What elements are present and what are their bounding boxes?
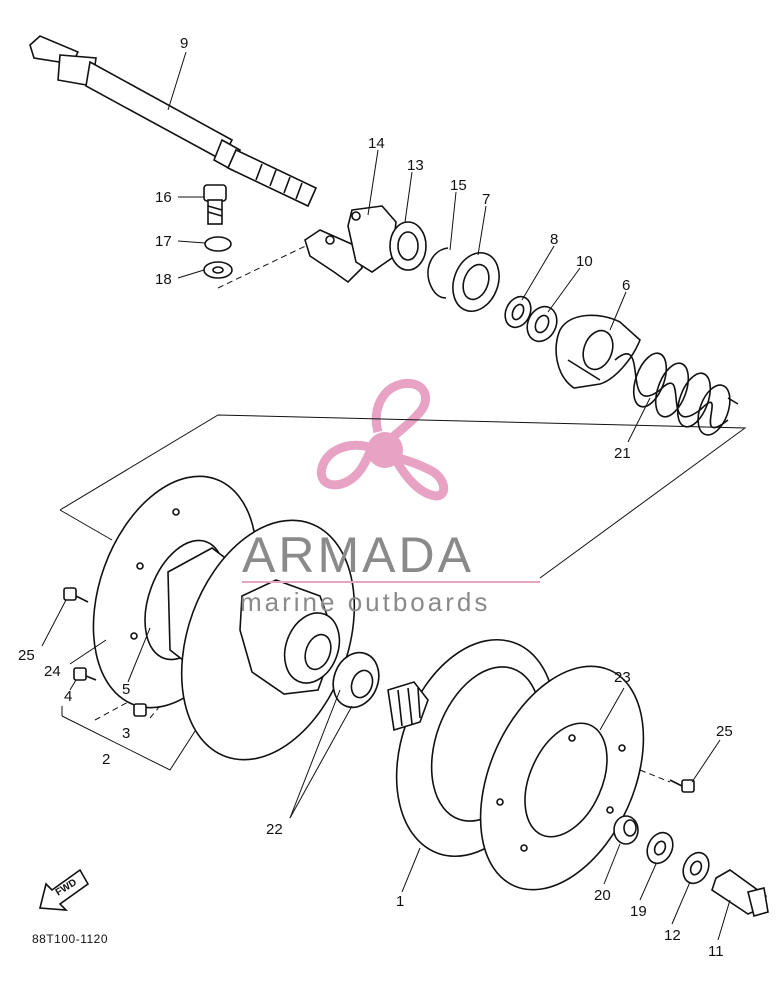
callout-7: 7 [482,191,490,208]
part-22-bushing [332,651,380,709]
callout-15: 15 [450,177,467,194]
callout-23: 23 [614,669,631,686]
callout-10: 10 [576,253,593,270]
callout-9: 9 [180,35,188,52]
watermark-propeller-logo [316,378,449,501]
part-10-washer [526,305,558,343]
part-19-washer [646,831,674,865]
watermark-propeller-hub [367,432,403,468]
part-9-drive-shaft [29,35,318,208]
callout-22: 22 [266,821,283,838]
part-15-circlip [427,247,449,299]
part-18-washer-hole [212,266,224,274]
part-12-washer [682,851,710,885]
callout-18: 18 [155,271,172,288]
callout-20: 20 [594,887,611,904]
part-25-screw-left [63,587,89,603]
part-18-washer [203,261,233,279]
callout-6: 6 [622,277,630,294]
callout-12: 12 [664,927,681,944]
part-25-screw-right [669,779,695,793]
callout-19: 19 [630,903,647,920]
callout-labels: 9 14 13 15 7 16 17 18 8 10 6 21 25 24 4 … [18,35,733,960]
part-14-bearing-housing [304,205,397,284]
callout-leader-lines [41,51,731,941]
callout-25-left: 25 [18,647,35,664]
part-6-collar [555,314,641,389]
callout-2: 2 [102,751,110,768]
part-11-bolt [711,869,769,917]
watermark-subtitle: marine outboards [240,587,490,617]
callout-3: 3 [122,725,130,742]
callout-21: 21 [614,445,631,462]
callout-14: 14 [368,135,385,152]
fwd-arrow-icon: FWD [38,868,90,911]
part-21-spring [614,352,739,436]
watermark-title: ARMADA [242,527,474,583]
callout-17: 17 [155,233,172,250]
callout-5: 5 [122,681,130,698]
part-13-bearing [389,221,427,271]
diagram-code: 88T100-1120 [32,932,108,946]
callout-13: 13 [407,157,424,174]
part-7-washer [452,252,500,312]
part-23-disc [479,665,645,891]
part-4-screw [73,667,97,681]
callout-16: 16 [155,189,172,206]
callout-1: 1 [396,893,404,910]
callout-8: 8 [550,231,558,248]
part-16-bolt [203,184,227,225]
callout-25-right: 25 [716,723,733,740]
part-2-drive-disc [180,519,356,761]
part-8-clip [504,295,532,329]
part-20-spacer [613,815,639,845]
callout-24: 24 [44,663,61,680]
part-17-washer [204,236,232,252]
callout-11: 11 [708,943,724,960]
callout-4: 4 [64,688,72,705]
part-3-nut [133,703,147,717]
